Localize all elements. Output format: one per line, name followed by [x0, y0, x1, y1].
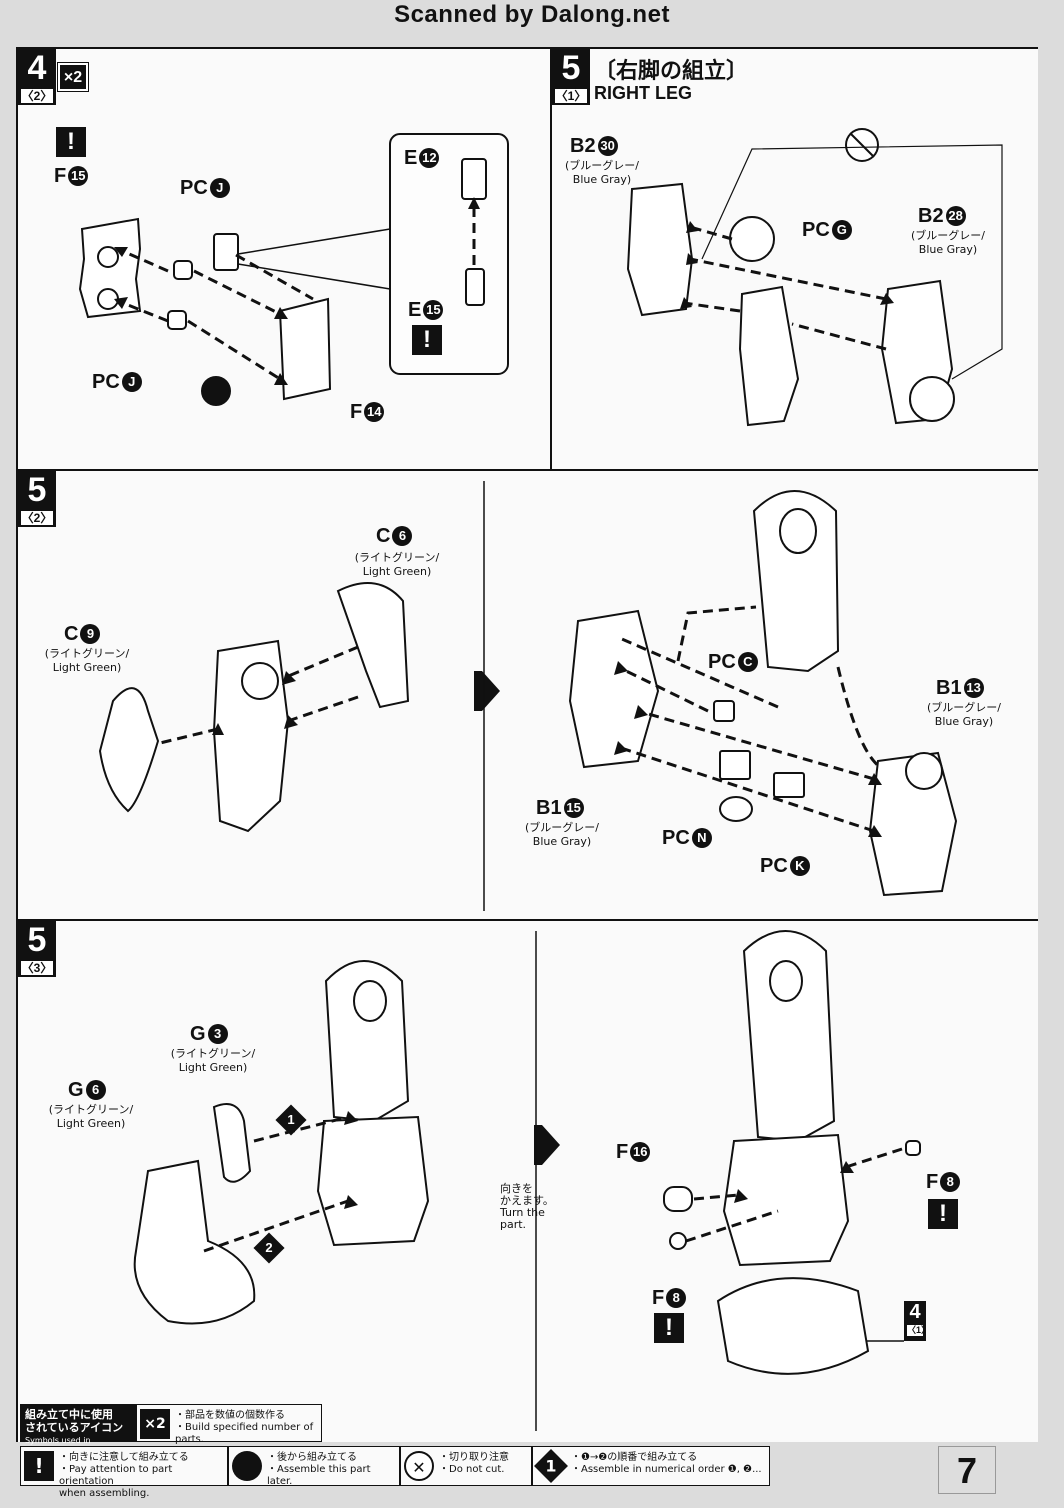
orientation-warning-icon: ! — [412, 325, 442, 355]
legend-do-not-cut: ✕ ・切り取り注意・Do not cut. — [400, 1446, 532, 1486]
legend-orientation: ! ・向きに注意して組み立てる・Pay attention to part or… — [20, 1446, 228, 1499]
instruction-sheet: 4 〈2〉 ×2 — [16, 47, 1038, 1442]
orientation-warning-icon: ! — [24, 1451, 54, 1481]
legend-assemble-later: ・後から組み立てる・Assemble this part later. — [228, 1446, 400, 1487]
orientation-warning-icon: ! — [56, 127, 86, 157]
order-marker-2: 2 — [253, 1232, 285, 1264]
step-5-3-panel: 5 〈3〉 — [18, 921, 1038, 1442]
page-number: 7 — [938, 1446, 996, 1494]
order-marker-1: 1 — [275, 1104, 307, 1136]
no-cut-icon: ✕ — [404, 1451, 434, 1481]
step-5-badge: 5 〈3〉 — [18, 921, 56, 977]
reference-step-badge: 4 〈1〉 — [904, 1301, 931, 1341]
step-5-1-diagram — [626, 128, 1003, 427]
title-en: RIGHT LEG — [594, 83, 692, 103]
step-5-badge: 5 〈2〉 — [18, 471, 56, 527]
multiplier-icon: ×2 — [140, 1409, 170, 1439]
step-4-diagram — [78, 133, 509, 406]
step-sub: 〈1〉 — [554, 88, 588, 104]
legend-order-text: ・❶→❷の順番で組み立てる・Assemble in numerical orde… — [571, 1452, 762, 1475]
multiplier-icon: ×2 — [57, 62, 89, 92]
step-5-badge: 5 〈1〉 — [552, 49, 590, 105]
orientation-warning-icon: ! — [928, 1199, 958, 1229]
legend-multiplier: ×2 ・部品を数値の個数作る・Build specified number of… — [136, 1404, 322, 1445]
step-5-3-diagram — [133, 930, 921, 1431]
ref-step-sub: 〈1〉 — [906, 1324, 931, 1337]
ref-step-number: 4 — [909, 1301, 921, 1323]
step-number: 5 — [27, 471, 47, 509]
orientation-warning-icon: ! — [654, 1313, 684, 1343]
color-note: (ブルーグレー/Blue Gray) — [525, 821, 599, 848]
order-marker-icon: 1 — [534, 1449, 568, 1483]
color-note: (ブルーグレー/Blue Gray) — [927, 701, 1001, 728]
step-5-2-panel: 5 〈2〉 — [18, 471, 1038, 921]
step-4-badge: 4 〈2〉 — [18, 49, 56, 105]
legend-orientation-text: ・向きに注意して組み立てる・Pay attention to part orie… — [59, 1452, 189, 1499]
step-5-1-panel: 5 〈1〉 〔右脚の組立〕 RIGHT LEG — [552, 49, 1038, 471]
step-sub: 〈2〉 — [20, 510, 54, 526]
assemble-later-icon — [232, 1451, 262, 1481]
legend-multiplier-text: ・部品を数値の個数作る・Build specified number of pa… — [175, 1410, 314, 1445]
legend-numerical-order: 1 ・❶→❷の順番で組み立てる・Assemble in numerical or… — [532, 1446, 770, 1486]
step-number: 5 — [561, 49, 581, 87]
step-number: 5 — [27, 921, 47, 959]
scan-credit: Scanned by Dalong.net — [394, 1, 670, 28]
step-sub: 〈3〉 — [20, 960, 54, 976]
legend-nocut-text: ・切り取り注意・Do not cut. — [439, 1452, 509, 1475]
title-jp: 〔右脚の組立〕 — [594, 59, 749, 84]
color-note: (ブルーグレー/Blue Gray) — [565, 159, 639, 186]
step-4-panel: 4 〈2〉 ×2 — [18, 49, 552, 471]
step-5-2-diagram — [98, 481, 958, 911]
color-note: (ライトグリーン/Light Green) — [170, 1047, 256, 1074]
step-number: 4 — [27, 49, 47, 87]
step-sub: 〈2〉 — [20, 88, 54, 104]
color-note: (ライトグリーン/Light Green) — [44, 647, 130, 674]
color-note: (ブルーグレー/Blue Gray) — [911, 229, 985, 256]
legend-later-text: ・後から組み立てる・Assemble this part later. — [267, 1452, 371, 1487]
color-note: (ライトグリーン/Light Green) — [48, 1103, 134, 1130]
color-note: (ライトグリーン/Light Green) — [354, 551, 440, 578]
